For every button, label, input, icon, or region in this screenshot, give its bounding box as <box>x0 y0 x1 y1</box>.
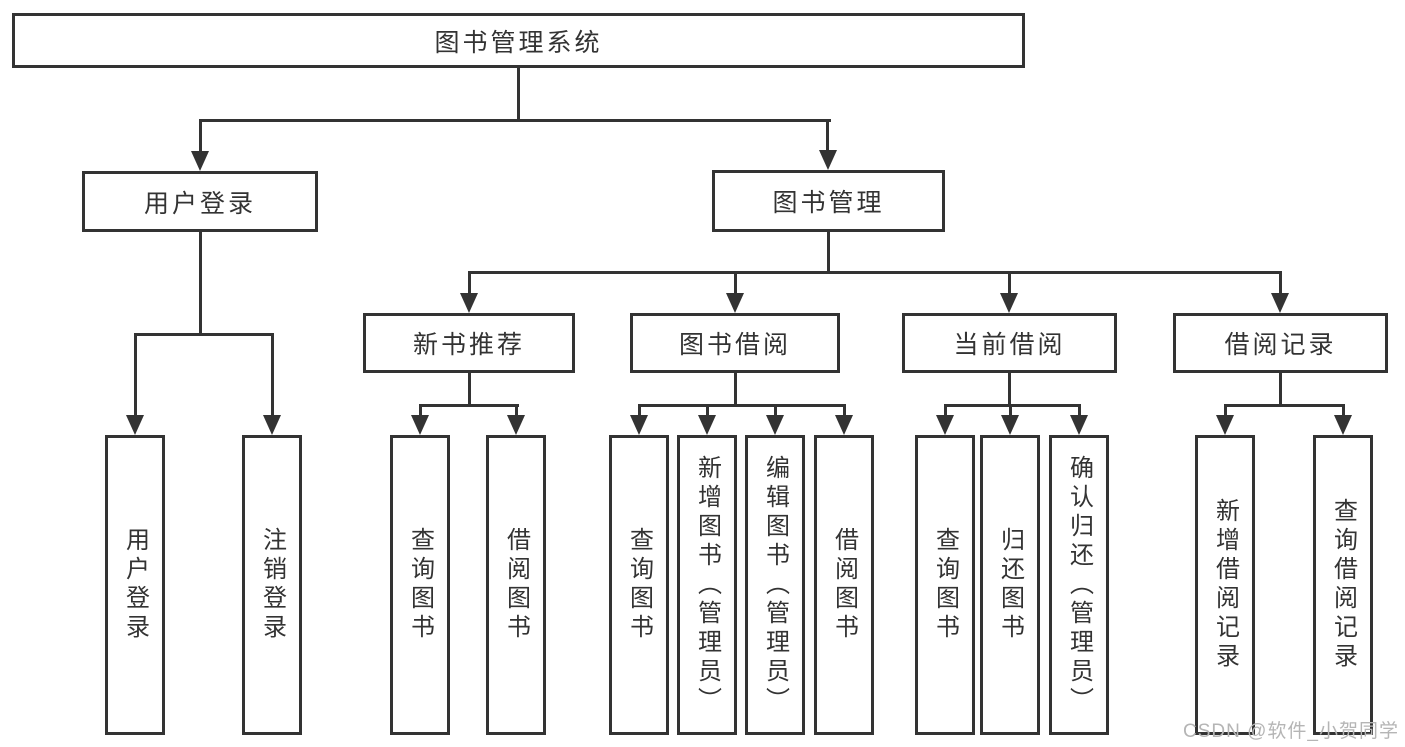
leaf-query-books-recommend-label: 查询图书 <box>406 527 434 643</box>
arrowhead <box>1216 415 1234 435</box>
leaf-add-book-admin: 新增图书（管理员） <box>677 435 737 735</box>
arrowhead <box>698 415 716 435</box>
leaf-borrow-books-recommend-label: 借阅图书 <box>502 527 530 643</box>
arrowhead <box>936 415 954 435</box>
leaf-user-login-label: 用户登录 <box>121 527 149 643</box>
connector-book-management-stem <box>827 232 830 273</box>
leaf-query-books-borrow: 查询图书 <box>609 435 669 735</box>
node-book-management: 图书管理 <box>712 170 945 232</box>
node-library-system: 图书管理系统 <box>12 13 1025 68</box>
node-user-login: 用户登录 <box>82 171 318 232</box>
leaf-borrow-books: 借阅图书 <box>814 435 874 735</box>
node-current-borrow-label: 当前借阅 <box>953 331 1066 359</box>
leaf-return-book-label: 归还图书 <box>996 527 1024 643</box>
connector-drop <box>419 404 422 415</box>
node-borrow-records-label: 借阅记录 <box>1224 331 1337 359</box>
arrowhead <box>1271 293 1289 313</box>
node-book-management-label: 图书管理 <box>772 189 885 217</box>
node-library-system-label: 图书管理系统 <box>434 28 603 57</box>
connector-drop-book-borrow <box>734 271 737 293</box>
leaf-add-borrow-record-label: 新增借阅记录 <box>1211 498 1239 672</box>
node-book-borrow-label: 图书借阅 <box>678 331 791 359</box>
node-current-borrow: 当前借阅 <box>902 313 1117 373</box>
connector-book-management-bar <box>468 271 1282 274</box>
connector-drop <box>515 404 518 415</box>
arrowhead <box>263 415 281 435</box>
leaf-edit-book-admin-label: 编辑图书（管理员） <box>761 454 789 716</box>
connector-records-stem <box>1279 373 1282 406</box>
arrowhead <box>726 293 744 313</box>
connector-drop <box>843 404 846 415</box>
connector-user-login-bar <box>134 333 274 336</box>
arrowhead <box>507 415 525 435</box>
connector-drop-leaf-logout <box>271 333 274 415</box>
connector-current-stem <box>1008 373 1011 406</box>
node-new-book-recommend-label: 新书推荐 <box>412 331 525 359</box>
arrowhead <box>411 415 429 435</box>
leaf-borrow-books-recommend: 借阅图书 <box>486 435 546 735</box>
leaf-query-books-recommend: 查询图书 <box>390 435 450 735</box>
connector-drop-current-borrow <box>1008 271 1011 293</box>
node-new-book-recommend: 新书推荐 <box>363 313 575 373</box>
connector-drop <box>638 404 641 415</box>
leaf-return-book: 归还图书 <box>980 435 1040 735</box>
connector-drop <box>706 404 709 415</box>
node-borrow-records: 借阅记录 <box>1173 313 1388 373</box>
leaf-borrow-books-label: 借阅图书 <box>830 527 858 643</box>
connector-drop-leaf-user-login <box>134 333 137 415</box>
leaf-user-login: 用户登录 <box>105 435 165 735</box>
connector-drop-book-management <box>826 119 829 152</box>
leaf-logout-label: 注销登录 <box>258 527 286 643</box>
arrowhead <box>835 415 853 435</box>
connector-user-login-stem <box>199 232 202 335</box>
arrowhead <box>1334 415 1352 435</box>
node-book-borrow: 图书借阅 <box>630 313 840 373</box>
connector-drop <box>1224 404 1227 415</box>
leaf-confirm-return-admin: 确认归还（管理员） <box>1049 435 1109 735</box>
arrowhead <box>1001 415 1019 435</box>
connector-root-stem <box>517 68 520 122</box>
leaf-logout: 注销登录 <box>242 435 302 735</box>
arrowhead <box>460 293 478 313</box>
leaf-query-borrow-record: 查询借阅记录 <box>1313 435 1373 735</box>
arrowhead <box>1070 415 1088 435</box>
connector-drop <box>1009 404 1012 415</box>
arrowhead <box>819 150 837 170</box>
connector-drop <box>1078 404 1081 415</box>
connector-current-bar <box>944 404 1081 407</box>
connector-drop-new-book-recommend <box>468 271 471 293</box>
arrowhead <box>766 415 784 435</box>
csdn-watermark: CSDN @软件_小贺同学 <box>1183 721 1399 742</box>
leaf-query-borrow-record-label: 查询借阅记录 <box>1329 498 1357 672</box>
leaf-confirm-return-admin-label: 确认归还（管理员） <box>1065 454 1093 716</box>
leaf-add-borrow-record: 新增借阅记录 <box>1195 435 1255 735</box>
connector-drop <box>944 404 947 415</box>
leaf-add-book-admin-label: 新增图书（管理员） <box>693 454 721 716</box>
connector-drop <box>774 404 777 415</box>
connector-recommend-stem <box>468 373 471 406</box>
arrowhead <box>1000 293 1018 313</box>
node-user-login-label: 用户登录 <box>143 189 256 218</box>
connector-drop-borrow-records <box>1279 271 1282 293</box>
leaf-query-books-current: 查询图书 <box>915 435 975 735</box>
connector-drop-user-login <box>199 119 202 152</box>
arrowhead <box>630 415 648 435</box>
arrowhead <box>126 415 144 435</box>
connector-records-bar <box>1224 404 1345 407</box>
connector-borrow-bar <box>638 404 846 407</box>
connector-borrow-stem <box>734 373 737 406</box>
leaf-query-books-borrow-label: 查询图书 <box>625 527 653 643</box>
connector-recommend-bar <box>419 404 519 407</box>
leaf-query-books-current-label: 查询图书 <box>931 527 959 643</box>
arrowhead <box>191 151 209 171</box>
connector-drop <box>1342 404 1345 415</box>
leaf-edit-book-admin: 编辑图书（管理员） <box>745 435 805 735</box>
connector-root-bar <box>199 119 831 122</box>
